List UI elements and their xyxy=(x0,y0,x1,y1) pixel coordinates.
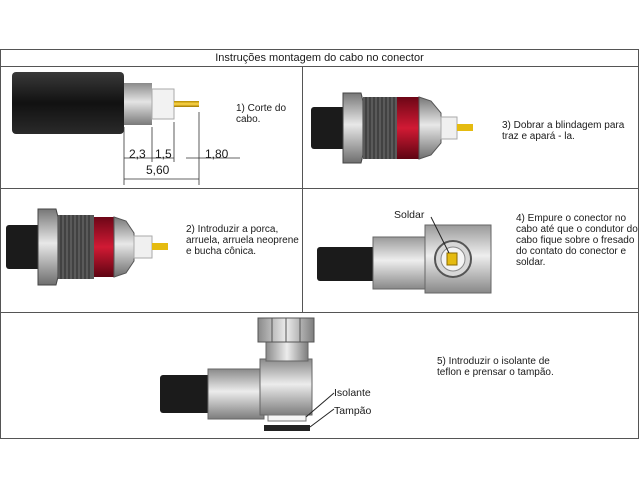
cable-jacket xyxy=(12,72,124,134)
conical-bushing xyxy=(113,216,135,278)
washer-thread xyxy=(363,97,397,159)
cable-dielectric xyxy=(133,235,153,259)
cap xyxy=(264,425,310,431)
teflon-insulator xyxy=(267,414,307,422)
dim-1-5: 1,5 xyxy=(155,147,172,161)
neoprene-washer xyxy=(94,217,114,277)
cap-label: Tampão xyxy=(334,405,372,417)
crimp-sleeve xyxy=(372,236,428,290)
cable-braid xyxy=(124,83,152,125)
crimp-sleeve xyxy=(207,368,265,420)
neoprene-washer xyxy=(397,97,419,159)
cable-center-pin xyxy=(152,243,168,250)
column-divider xyxy=(302,67,303,312)
insulator-label: Isolante xyxy=(334,387,371,399)
cap-leader xyxy=(309,408,335,428)
diagram-title: Instruções montagem do cabo no conector xyxy=(0,49,639,67)
step-3-text: 3) Dobrar a blindagem para traz e apará … xyxy=(502,120,625,142)
cable-jacket xyxy=(317,247,379,281)
step-2-text: 2) Introduzir a porca, arruela, arruela … xyxy=(186,224,299,257)
cable-jacket xyxy=(160,375,218,413)
solder-leader xyxy=(430,216,450,254)
washer-thread xyxy=(58,215,94,279)
cable-dielectric xyxy=(440,116,458,140)
connector-solder-drawing xyxy=(317,216,492,294)
connector-body xyxy=(259,358,313,416)
cable-dielectric xyxy=(151,88,175,120)
diagram-frame xyxy=(0,49,639,439)
cable-jacket xyxy=(6,225,42,269)
solder-label: Soldar xyxy=(394,209,425,221)
braid-fold-drawing xyxy=(311,92,473,164)
step-4-text: 4) Empure o conector no cabo até que o c… xyxy=(516,213,638,268)
nut xyxy=(342,92,364,164)
step-5-text: 5) Introduzir o isolante de teflon e pre… xyxy=(437,356,554,378)
solder-contact xyxy=(446,252,458,266)
cable-center-pin xyxy=(174,101,199,107)
dim-5-60: 5,60 xyxy=(146,163,170,177)
insulator-leader xyxy=(305,392,335,418)
row-divider-2 xyxy=(0,312,639,313)
step-1-text: 1) Corte do cabo. xyxy=(236,103,287,125)
cable-cut-drawing xyxy=(12,72,240,185)
conical-bushing xyxy=(418,96,442,160)
dim-1-80: 1,80 xyxy=(205,147,229,161)
row-divider-1 xyxy=(0,188,639,189)
cable-center-pin xyxy=(457,124,473,131)
insulator-cap-drawing xyxy=(160,317,335,431)
nut-washer-drawing xyxy=(6,208,168,286)
cable-jacket xyxy=(311,107,347,149)
nut xyxy=(37,208,59,286)
dim-2-3: 2,3 xyxy=(129,147,146,161)
